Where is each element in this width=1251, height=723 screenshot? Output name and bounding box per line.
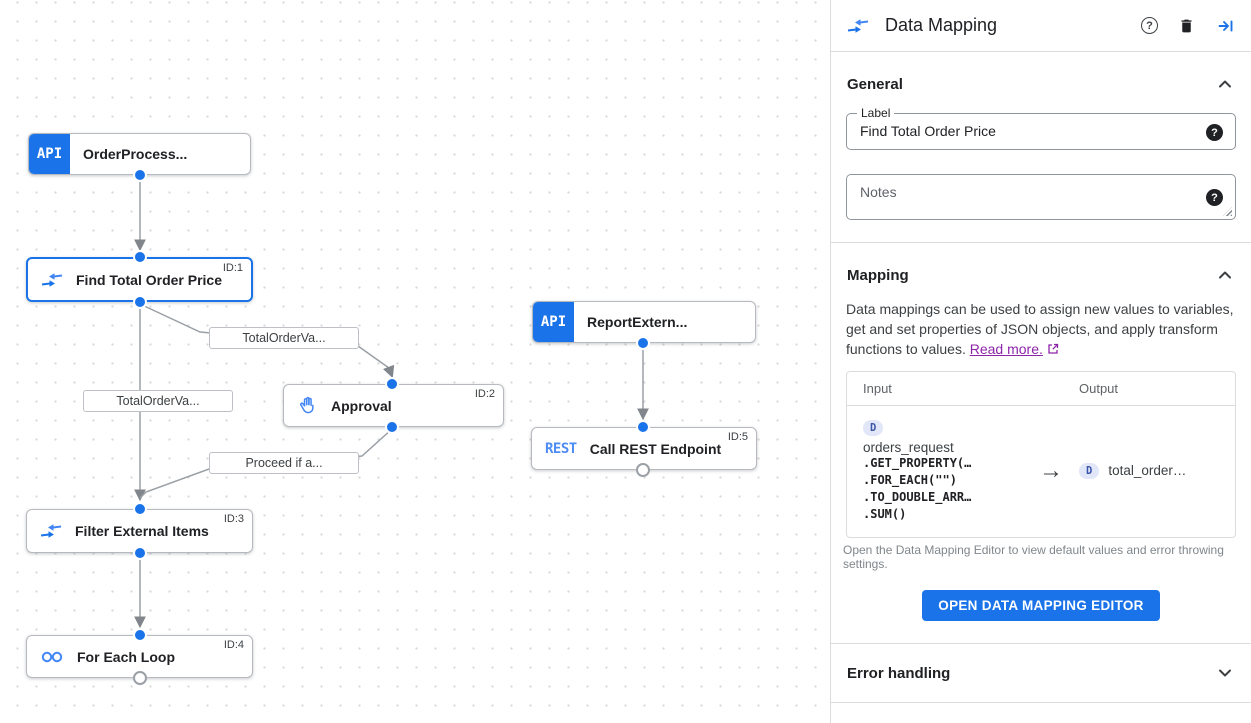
external-link-icon[interactable]: [1047, 343, 1059, 355]
node-id-badge: ID:3: [223, 513, 244, 525]
section-error-handling: Error handling: [831, 644, 1251, 703]
mapping-table-header: Input Output: [847, 372, 1235, 406]
node-id-badge: ID:5: [727, 431, 748, 443]
delete-task-icon[interactable]: [1178, 17, 1195, 35]
resize-handle[interactable]: [1223, 207, 1232, 216]
double-type-badge: D: [1079, 462, 1100, 479]
chevron-up-icon[interactable]: [1215, 265, 1235, 285]
connector-dot[interactable]: [385, 420, 399, 434]
api-badge: API: [533, 302, 574, 342]
section-mapping: Mapping Data mappings can be used to ass…: [831, 243, 1251, 643]
section-title: Mapping: [847, 266, 909, 284]
section-general: General Label ? ?: [831, 52, 1251, 242]
mapping-row[interactable]: D orders_request .GET_PROPERTY(… .FOR_EA…: [847, 406, 1235, 537]
mapping-section-toggle[interactable]: Mapping: [846, 256, 1236, 287]
panel-header: Data Mapping ?: [831, 0, 1251, 52]
divider: [831, 643, 1251, 644]
mapping-description-text: Data mappings can be used to assign new …: [846, 301, 1234, 357]
connector-dot[interactable]: [133, 502, 147, 516]
divider: [831, 242, 1251, 243]
node-label: OrderProcess...: [83, 146, 188, 162]
node-id-badge: ID:4: [223, 639, 244, 651]
panel-title: Data Mapping: [885, 15, 998, 35]
output-variable: total_order…: [1108, 463, 1187, 478]
notes-input[interactable]: [847, 175, 1235, 219]
edge-label-total-order-to-filter[interactable]: TotalOrderVa...: [83, 390, 233, 412]
notes-field: ?: [846, 174, 1236, 220]
connector-dot[interactable]: [133, 168, 147, 182]
section-title: Error handling: [847, 664, 951, 682]
mapping-arrow-icon: →: [1039, 456, 1063, 484]
chevron-up-icon[interactable]: [1215, 74, 1235, 94]
node-for-each-loop[interactable]: For Each Loop ID:4: [26, 635, 253, 678]
connector-dot[interactable]: [385, 377, 399, 391]
mapping-table-note: Open the Data Mapping Editor to view def…: [843, 543, 1224, 571]
read-more-link[interactable]: Read more.: [969, 341, 1043, 357]
edge-label-proceed-if[interactable]: Proceed if a...: [209, 452, 359, 474]
connector-dot-open[interactable]: [133, 671, 147, 685]
mapping-description: Data mappings can be used to assign new …: [846, 299, 1236, 359]
input-column-header: Input: [863, 381, 892, 396]
output-column-header: Output: [1079, 381, 1119, 396]
connector-dot[interactable]: [133, 628, 147, 642]
connector-dot[interactable]: [636, 336, 650, 350]
notes-help-icon[interactable]: ?: [1206, 189, 1223, 206]
chevron-down-icon[interactable]: [1215, 663, 1235, 683]
workflow-canvas[interactable]: API OrderProcess... Find Total Order Pri…: [0, 0, 830, 723]
label-field-caption: Label: [857, 106, 895, 120]
edge-label-total-order-to-approval[interactable]: TotalOrderVa...: [209, 327, 359, 349]
node-id-badge: ID:2: [474, 388, 495, 400]
label-field: Label ?: [846, 106, 1236, 150]
mapping-function: .TO_DOUBLE_ARR…: [863, 490, 972, 504]
node-filter-external-items[interactable]: Filter External Items ID:3: [26, 509, 253, 553]
open-data-mapping-editor-button[interactable]: OPEN DATA MAPPING EDITOR: [922, 590, 1160, 621]
label-help-icon[interactable]: ?: [1206, 124, 1223, 141]
collapse-panel-icon[interactable]: [1215, 16, 1235, 36]
node-label: Call REST Endpoint: [589, 440, 722, 457]
data-mapping-icon: [40, 521, 62, 541]
mapping-input-cell: D orders_request .GET_PROPERTY(… .FOR_EA…: [863, 418, 1023, 523]
connector-dot[interactable]: [133, 250, 147, 264]
mapping-output-cell: D total_order…: [1079, 462, 1219, 479]
data-mapping-icon: [41, 270, 63, 290]
help-icon[interactable]: ?: [1141, 17, 1158, 34]
double-type-badge: D: [863, 420, 884, 436]
connector-dot[interactable]: [133, 546, 147, 560]
connector-dot[interactable]: [636, 420, 650, 434]
api-badge: API: [29, 134, 70, 174]
mapping-function: .GET_PROPERTY(…: [863, 456, 972, 470]
connector-dot-open[interactable]: [636, 463, 650, 477]
node-call-rest-endpoint[interactable]: REST Call REST Endpoint ID:5: [531, 427, 757, 470]
data-mapping-icon: [847, 16, 869, 36]
mapping-function: .SUM(): [863, 507, 907, 521]
section-title: General: [847, 75, 903, 93]
label-input[interactable]: [847, 114, 1235, 149]
loop-infinity-icon: [40, 650, 64, 664]
hand-approval-icon: [297, 395, 318, 416]
node-label: Filter External Items: [75, 523, 209, 539]
rest-badge: REST: [545, 440, 577, 457]
node-id-badge: ID:1: [222, 262, 243, 274]
general-section-toggle[interactable]: General: [846, 65, 1236, 96]
edges-layer: [134, 176, 649, 629]
error-handling-toggle[interactable]: Error handling: [846, 649, 1236, 697]
config-panel: Data Mapping ?: [830, 0, 1251, 723]
node-approval[interactable]: Approval ID:2: [283, 384, 504, 427]
node-label: Approval: [331, 397, 392, 414]
input-variable: orders_request: [863, 440, 954, 455]
node-label: Find Total Order Price: [76, 271, 222, 288]
node-label: ReportExtern...: [587, 314, 688, 330]
mapping-table: Input Output D orders_request .GET_PROPE…: [846, 371, 1236, 538]
node-label: For Each Loop: [77, 648, 175, 665]
connector-dot[interactable]: [133, 295, 147, 309]
mapping-function: .FOR_EACH(""): [863, 473, 957, 487]
